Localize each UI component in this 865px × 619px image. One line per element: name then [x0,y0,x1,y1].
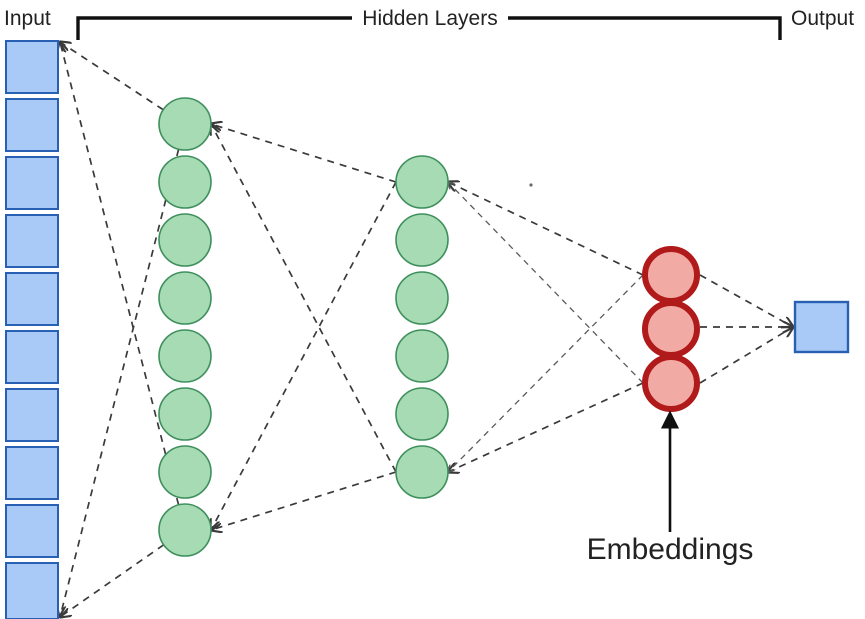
hidden-node[interactable] [395,271,449,325]
connection-line [699,327,793,384]
embedding-node[interactable] [642,300,700,358]
hidden-node[interactable] [158,97,212,151]
hidden-node[interactable] [158,387,212,441]
embedding-node[interactable] [642,246,700,304]
hidden-node[interactable] [395,155,449,209]
input-node[interactable] [5,446,59,500]
hidden-node[interactable] [395,213,449,267]
connection-line [60,123,186,617]
input-node[interactable] [5,156,59,210]
stray-dot-artifact [529,183,533,187]
hidden-layer-1 [158,97,212,557]
hidden-layers-header-label: Hidden Layers [362,7,497,30]
connection-line [60,42,186,531]
embeddings-layer [642,246,700,412]
hidden-node[interactable] [395,387,449,441]
output-node[interactable] [793,300,850,354]
hidden-node[interactable] [395,329,449,383]
input-node[interactable] [5,98,59,152]
bracket-left-segment [76,16,352,40]
hidden-node[interactable] [158,329,212,383]
output-layer [793,300,850,354]
input-node[interactable] [5,562,59,619]
input-node[interactable] [5,330,59,384]
connection-line [448,274,644,472]
hidden-layers-bracket [76,16,782,40]
output-header-label: Output [791,7,854,30]
input-layer [5,40,59,619]
embedding-node[interactable] [642,354,700,412]
connection-line [211,124,397,473]
connections-hidden1-to-hidden2 [211,124,397,530]
hidden-node[interactable] [158,271,212,325]
connections-embeddings-to-output [699,274,793,384]
connections-input-to-hidden1 [60,42,186,617]
connections-hidden2-to-embeddings [448,182,644,472]
connection-line [211,181,397,530]
connection-line [211,124,397,183]
input-node[interactable] [5,214,59,268]
connection-line [448,382,644,472]
hidden-layer-2 [395,155,449,499]
connection-line [448,182,644,384]
input-node[interactable] [5,388,59,442]
hidden-node[interactable] [158,155,212,209]
embeddings-callout: Embeddings [587,410,754,566]
connection-line [448,182,644,276]
connection-line [211,471,397,530]
hidden-node[interactable] [158,445,212,499]
input-header-label: Input [4,7,51,30]
hidden-node[interactable] [158,503,212,557]
hidden-node[interactable] [395,445,449,499]
hidden-node[interactable] [158,213,212,267]
embeddings-label: Embeddings [587,533,754,566]
connection-line [699,274,793,327]
input-node[interactable] [5,504,59,558]
input-node[interactable] [5,272,59,326]
bracket-right-segment [508,16,782,40]
input-node[interactable] [5,40,59,94]
